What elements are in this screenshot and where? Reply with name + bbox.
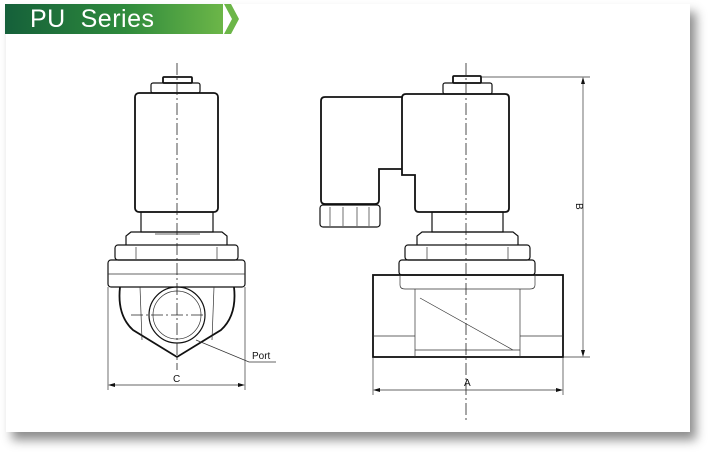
port-label: Port	[252, 351, 271, 362]
series-title: PU Series	[30, 5, 155, 33]
side-view: C Port	[107, 63, 276, 390]
dimension-c-label: C	[173, 374, 180, 385]
front-view: B A	[319, 63, 590, 420]
series-banner: PU Series	[5, 4, 223, 34]
chevron-icon	[224, 4, 239, 34]
drawing-card	[6, 4, 690, 432]
dimension-a-label: A	[464, 378, 471, 389]
dimension-b-label: B	[573, 203, 584, 210]
